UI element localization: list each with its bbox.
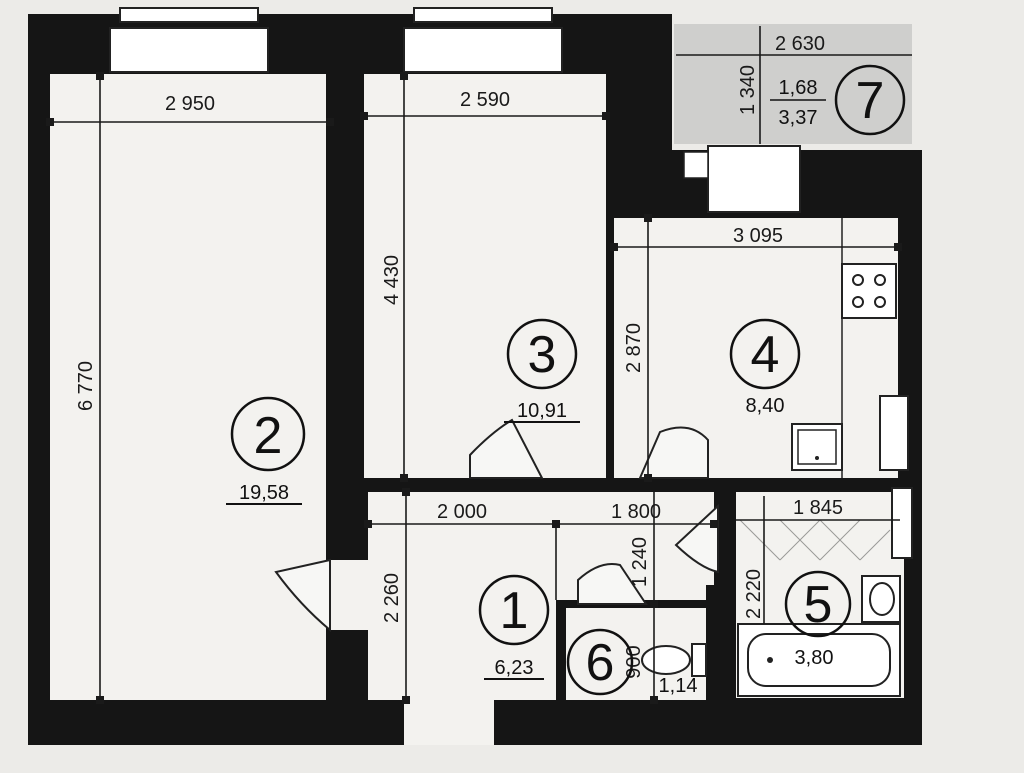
room-label-3: 3 10,91 <box>504 318 580 423</box>
room-label-7: 7 1,68 3,37 <box>770 64 906 136</box>
bath-vent-niche <box>891 487 913 559</box>
room-label-1: 1 6,23 <box>478 574 550 680</box>
door-opening-room-2 <box>330 560 370 630</box>
washbasin-icon <box>861 575 901 623</box>
dim-room2-height: 6 770 <box>75 361 97 411</box>
kitchen-window-niche <box>879 395 909 471</box>
dim-room7-width: 2 630 <box>775 33 825 55</box>
balcony-door-frame <box>683 151 709 179</box>
window-room-3 <box>403 27 563 73</box>
dim-room1-height: 2 260 <box>381 573 403 623</box>
room-label-2: 2 19,58 <box>226 396 306 505</box>
door-room-2 <box>274 558 331 633</box>
door-room-5 <box>674 503 719 574</box>
stove-icon <box>841 263 897 319</box>
room-number-4: 4 <box>751 326 780 384</box>
dim-room7-height: 1 340 <box>737 65 759 115</box>
room-number-7: 7 <box>856 72 885 130</box>
room-label-5: 5 3,80 <box>784 570 852 669</box>
door-room-4 <box>638 426 709 479</box>
window-sill-room-2 <box>119 7 259 23</box>
sink-icon <box>791 423 843 471</box>
door-swings <box>274 418 719 633</box>
room-area-6: 1,14 <box>659 675 698 697</box>
dimension-ticks <box>46 72 902 704</box>
dim-room1-width: 2 000 <box>437 501 487 523</box>
window-room-2 <box>109 27 269 73</box>
room-area-1: 6,23 <box>495 657 534 679</box>
dim-room5-width: 1 845 <box>793 497 843 519</box>
dim-room2-width: 2 950 <box>165 93 215 115</box>
room-area-7-inner: 1,68 <box>779 77 818 99</box>
door-room-6 <box>577 563 648 605</box>
entrance-outside <box>404 745 494 768</box>
room-label-4: 4 8,40 <box>729 318 801 417</box>
room-2-floor <box>50 74 326 700</box>
toilet-icon <box>641 643 707 677</box>
room-number-6: 6 <box>586 634 615 692</box>
dim-room4-width: 3 095 <box>733 225 783 247</box>
room-area-5: 3,80 <box>795 647 834 669</box>
dim-room4-height: 2 870 <box>623 323 645 373</box>
dim-room5-height: 2 220 <box>743 569 765 619</box>
room-number-2: 2 <box>254 407 283 465</box>
window-sill-room-3 <box>413 7 553 23</box>
room-number-1: 1 <box>500 582 529 640</box>
door-room-3 <box>469 418 544 479</box>
bathroom-tiles <box>739 519 891 561</box>
room-area-2: 19,58 <box>239 482 289 504</box>
room-label-6: 6 1,14 <box>566 628 698 697</box>
dim-room3-height: 4 430 <box>381 255 403 305</box>
entrance-opening <box>404 700 494 748</box>
room-5-left-wall <box>706 585 736 700</box>
room-number-5: 5 <box>804 576 833 634</box>
room-area-7: 3,37 <box>779 107 818 129</box>
room-6-left-wall <box>556 600 566 700</box>
dimension-lines <box>50 26 912 700</box>
room-area-3: 10,91 <box>517 400 567 422</box>
dim-corridor-height: 1 240 <box>629 537 651 587</box>
dim-room6-height: 900 <box>623 645 645 678</box>
room-area-4: 8,40 <box>746 395 785 417</box>
balcony-door <box>707 145 801 213</box>
dim-corridor-width: 1 800 <box>611 501 661 523</box>
dim-room3-width: 2 590 <box>460 89 510 111</box>
room-number-3: 3 <box>528 326 557 384</box>
balcony-room-7 <box>674 24 912 144</box>
